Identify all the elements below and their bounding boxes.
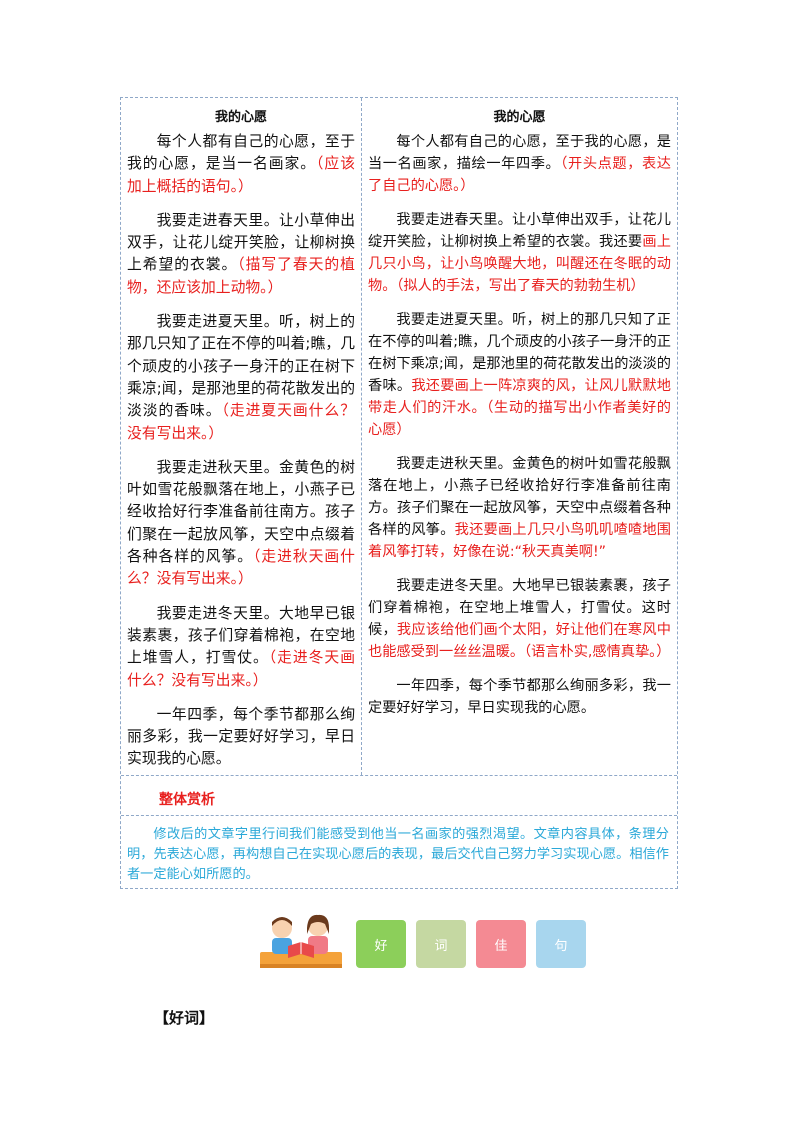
revised-paragraph-5: 我要走进冬天里。大地早已银装素裹，孩子们穿着棉袍，在空地上堆雪人，打雪仗。这时候…: [368, 578, 671, 660]
good-tile: 好: [356, 920, 406, 968]
original-essay-title: 我的心愿: [214, 110, 267, 125]
revision: 我应该给他们画个太阳，好让他们在寒风中也能感受到一丝丝温暖。: [368, 622, 671, 660]
good-words-banner: 好 词 佳 句: [258, 912, 588, 972]
comment: （走进秋天画什么？没有写出来。）: [127, 548, 355, 588]
revision: 画上几只小鸟，让小鸟唤醒大地，叫醒还在冬眠的动物。: [368, 234, 671, 294]
revised-paragraph-4: 我要走进秋天里。金黄色的树叶如雪花般飘落在地上，小燕子已经收拾好行李准备前往南方…: [368, 456, 671, 560]
revised-paragraph-6: 一年四季，每个季节都那么绚丽多彩，我一定要好好学习，早日实现我的心愿。: [368, 678, 671, 716]
original-paragraph-1: 每个人都有自己的心愿，至于我的心愿，是当一名画家。（应该加上概括的语句。）: [127, 133, 355, 195]
revised-essay-title: 我的心愿: [493, 110, 546, 125]
revised-paragraph-1: 每个人都有自己的心愿，至于我的心愿，是当一名画家，描绘一年四季。（开头点题，表达…: [368, 134, 671, 194]
divider: [121, 815, 677, 816]
comment: （走进夏天画什么？没有写出来。）: [127, 402, 355, 442]
reading-children-icon: [260, 914, 342, 968]
appreciation-text: 修改后的文章字里行间我们能感受到他当一名画家的强烈渴望。文章内容具体，条理分明，…: [127, 827, 669, 882]
comment: （描写了春天的植物，还应该加上动物。）: [127, 256, 355, 296]
revised-paragraph-3: 我要走进夏天里。听，树上的那几只知了正在不停的叫着;瞧，几个顽皮的小孩子一身汗的…: [368, 312, 671, 438]
sentence-tile: 句: [536, 920, 586, 968]
original-essay-column: 我的心愿 每个人都有自己的心愿，至于我的心愿，是当一名画家。（应该加上概括的语句…: [121, 98, 361, 775]
revision: 我还要画上一阵凉爽的风，让风儿默默地带走人们的汗水。: [368, 378, 671, 416]
appreciation-title: 整体赏析: [159, 792, 215, 808]
essay-comparison-frame: 我的心愿 每个人都有自己的心愿，至于我的心愿，是当一名画家。（应该加上概括的语句…: [120, 97, 678, 889]
comment: （走进冬天画什么？没有写出来。）: [127, 649, 355, 689]
original-paragraph-3: 我要走进夏天里。听，树上的那几只知了正在不停的叫着;瞧，几个顽皮的小孩子一身汗的…: [127, 313, 355, 442]
comment: （语言朴实,感情真挚。）: [524, 644, 671, 660]
original-paragraph-2: 我要走进春天里。让小草伸出双手，让花儿绽开笑脸，让柳树换上希望的衣裳。（描写了春…: [127, 211, 355, 296]
comment: （应该加上概括的语句。）: [127, 155, 355, 195]
comment: （拟人的手法，写出了春天的勃勃生机）: [396, 278, 645, 294]
original-paragraph-6: 一年四季，每个季节都那么绚丽多彩，我一定要好好学习，早日实现我的心愿。: [127, 705, 355, 768]
original-paragraph-4: 我要走进秋天里。金黄色的树叶如雪花般飘落在地上，小燕子已经收拾好行李准备前往南方…: [127, 458, 355, 588]
revised-essay-column: 我的心愿 每个人都有自己的心愿，至于我的心愿，是当一名画家，描绘一年四季。（开头…: [361, 98, 677, 775]
divider: [121, 775, 677, 776]
revision: 我还要画上几只小鸟叽叽喳喳地围着风筝打转，好像在说:“秋天真美啊!”: [368, 522, 671, 560]
revised-paragraph-2: 我要走进春天里。让小草伸出双手，让花儿绽开笑脸，让柳树换上希望的衣裳。我还要画上…: [368, 212, 671, 294]
comment: （生动的描写出小作者美好的心愿）: [368, 400, 671, 438]
good-words-heading: 【好词】: [154, 1009, 215, 1027]
original-paragraph-5: 我要走进冬天里。大地早已银装素裹，孩子们穿着棉袍，在空地上堆雪人，打雪仗。（走进…: [127, 604, 355, 689]
word-tile: 词: [416, 920, 466, 968]
excellent-tile: 佳: [476, 920, 526, 968]
comment: （开头点题，表达了自己的心愿。）: [368, 156, 671, 194]
